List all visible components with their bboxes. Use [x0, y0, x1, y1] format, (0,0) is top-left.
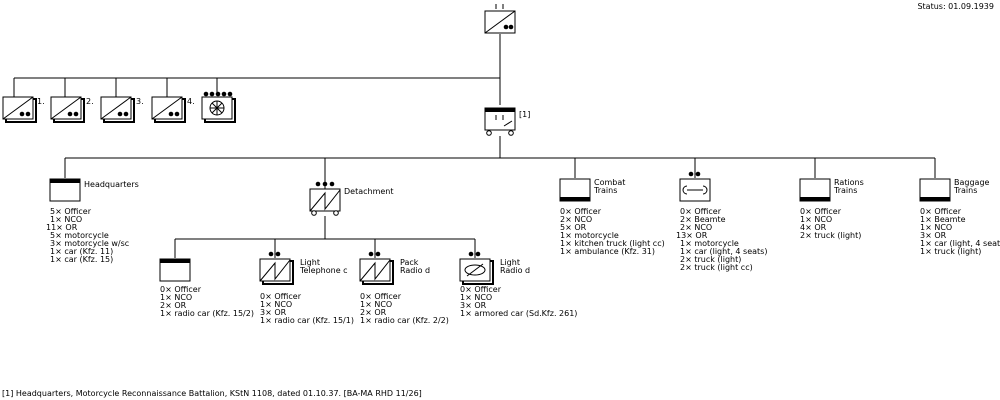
hq-company-symbol — [484, 107, 516, 136]
light-radio-symbol — [459, 251, 494, 285]
light-telephone-symbol — [259, 251, 294, 285]
company-3-symbol — [100, 96, 135, 123]
pack-radio-title: Pack Radio d — [400, 258, 430, 275]
headquarters-details: 5× Officer 1× NCO 11× OR 5× motorcycle 3… — [46, 207, 132, 264]
headquarters-title: Headquarters — [84, 180, 139, 189]
combat-trains-title: Combat Trains — [593, 178, 628, 195]
company-2-symbol — [50, 96, 85, 123]
pack-radio-symbol — [359, 251, 394, 285]
company-3-label: 3. — [136, 97, 144, 106]
rations-trains-title: Rations Trains — [833, 178, 866, 195]
light-radio-details: 0× Officer 1× NCO 3× OR 1× armored car (… — [460, 285, 577, 318]
workshop-details: 0× Officer 2× Beamte 2× NCO 13× OR 1× mo… — [676, 207, 770, 272]
heavy-company-symbol — [201, 91, 236, 123]
connector-lines — [13, 34, 936, 258]
detachment-symbol — [309, 181, 341, 216]
workshop-symbol — [679, 171, 711, 202]
hq-footnote-ref: [1] — [519, 110, 530, 119]
baggage-trains-title: Baggage Trains — [953, 178, 992, 195]
rations-trains-details: 0× Officer 1× NCO 4× OR 2× truck (light) — [800, 207, 861, 240]
company-1-label: 1. — [37, 97, 45, 106]
det-hq-details: 0× Officer 1× NCO 2× OR 1× radio car (Kf… — [160, 285, 254, 318]
light-radio-title: Light Radio d — [500, 258, 530, 275]
det-hq-symbol — [159, 258, 191, 282]
company-4-label: 4. — [187, 97, 195, 106]
company-4-symbol — [151, 96, 186, 123]
pack-radio-details: 0× Officer 1× NCO 2× OR 1× radio car (Kf… — [360, 292, 449, 325]
combat-trains-details: 0× Officer 2× NCO 5× OR 1× motorcycle 1×… — [560, 207, 667, 256]
light-telephone-details: 0× Officer 1× NCO 3× OR 1× radio car (Kf… — [260, 292, 354, 325]
combat-trains-symbol — [559, 178, 591, 202]
company-2-label: 2. — [86, 97, 94, 106]
status-label: Status: 01.09.1939 — [917, 2, 994, 11]
baggage-trains-details: 0× Officer 1× Beamte 1× NCO 3× OR 1× car… — [920, 207, 1000, 256]
battalion-symbol — [484, 4, 516, 34]
light-telephone-title: Light Telephone c — [299, 258, 348, 275]
baggage-trains-symbol — [919, 178, 951, 202]
company-1-symbol — [2, 96, 37, 123]
footnote: [1] Headquarters, Motorcycle Reconnaissa… — [2, 389, 422, 398]
headquarters-symbol — [49, 178, 81, 202]
rations-trains-symbol — [799, 178, 831, 202]
detachment-title: Detachment — [344, 187, 394, 196]
